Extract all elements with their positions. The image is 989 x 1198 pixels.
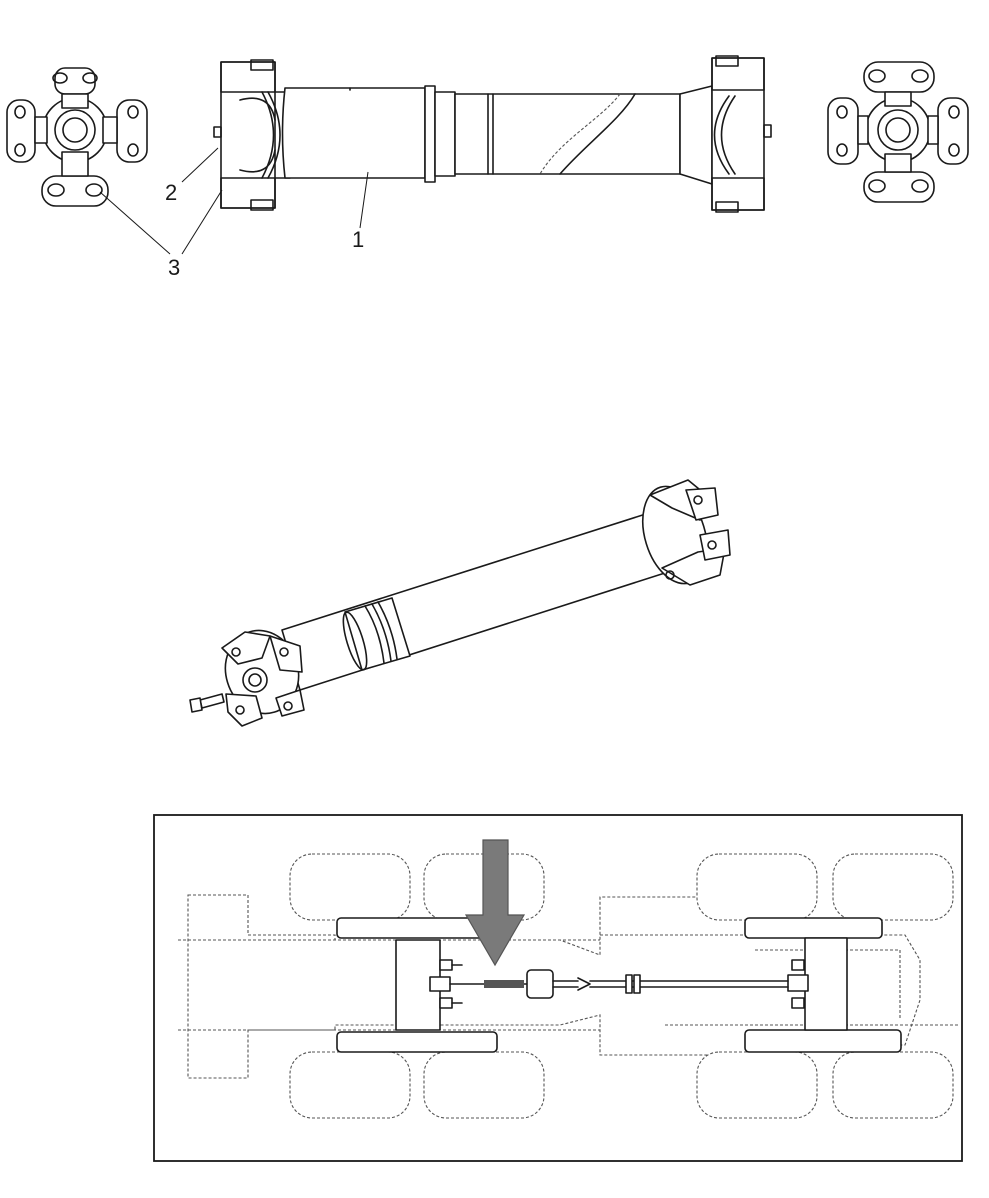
front-axle <box>336 917 498 1053</box>
chassis-propshaft <box>449 969 789 999</box>
callout-2: 2 <box>165 180 177 205</box>
leader-lines <box>99 147 369 255</box>
callout-1: 1 <box>352 227 364 252</box>
top-figure: 1 2 3 <box>6 55 969 280</box>
wheels <box>289 853 954 1119</box>
shaft-highlight <box>484 980 524 988</box>
rear-axle <box>744 917 902 1053</box>
right-spider <box>827 61 969 203</box>
down-arrow-icon <box>464 839 526 967</box>
bottom-figure <box>153 814 963 1162</box>
left-flange-coupling <box>221 629 305 727</box>
callout-3: 3 <box>168 255 180 280</box>
bolt <box>189 693 225 713</box>
propshaft-side-view <box>213 55 772 213</box>
left-spider <box>6 67 148 207</box>
right-flange-coupling <box>642 479 731 586</box>
middle-figure <box>189 479 731 727</box>
